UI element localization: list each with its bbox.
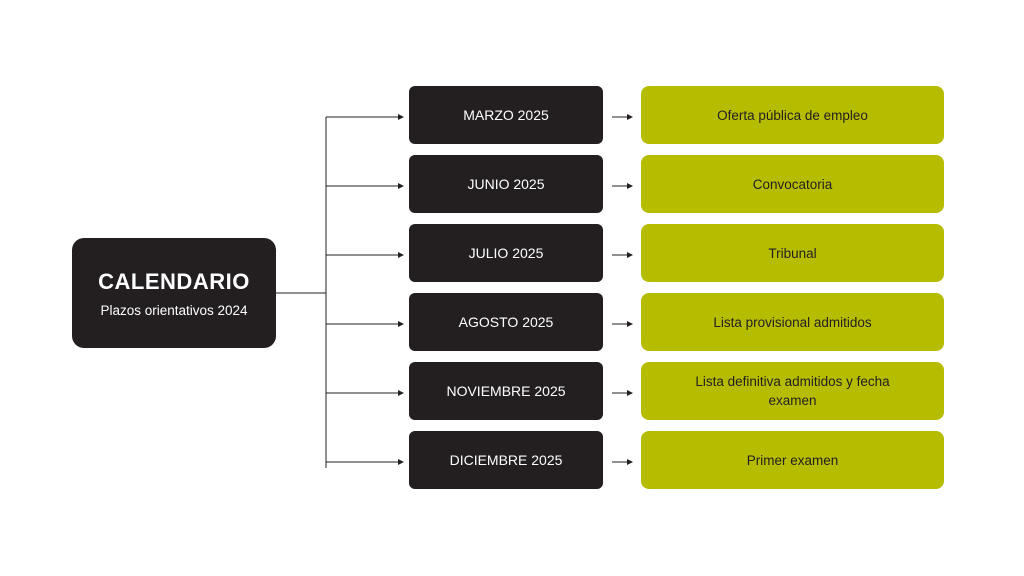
- event-label: Oferta pública de empleo: [717, 107, 868, 123]
- date-node-junio: JUNIO 2025: [409, 155, 603, 213]
- date-label: MARZO 2025: [463, 107, 549, 123]
- date-label: NOVIEMBRE 2025: [446, 383, 566, 399]
- event-label: Lista definitiva admitidos y fecha exame…: [695, 374, 890, 408]
- date-label: JULIO 2025: [468, 245, 544, 261]
- date-label: JUNIO 2025: [467, 176, 545, 192]
- event-label: Convocatoria: [752, 176, 833, 192]
- calendar-subtitle: Plazos orientativos 2024: [100, 302, 248, 318]
- event-node-lista-provisional: Lista provisional admitidos: [641, 293, 944, 351]
- date-node-marzo: MARZO 2025: [409, 86, 603, 144]
- date-label: AGOSTO 2025: [458, 314, 554, 330]
- event-label: Tribunal: [768, 245, 817, 261]
- event-node-lista-definitiva: Lista definitiva admitidos y fecha exame…: [641, 362, 944, 420]
- date-node-agosto: AGOSTO 2025: [409, 293, 603, 351]
- date-node-noviembre: NOVIEMBRE 2025: [409, 362, 603, 420]
- date-node-diciembre: DICIEMBRE 2025: [409, 431, 603, 489]
- date-label: DICIEMBRE 2025: [449, 452, 563, 468]
- calendar-title: CALENDARIO: [98, 268, 250, 294]
- event-node-primer-examen: Primer examen: [641, 431, 944, 489]
- event-node-convocatoria: Convocatoria: [641, 155, 944, 213]
- calendar-root-node: CALENDARIO Plazos orientativos 2024: [72, 238, 276, 348]
- event-node-tribunal: Tribunal: [641, 224, 944, 282]
- date-node-julio: JULIO 2025: [409, 224, 603, 282]
- event-label: Lista provisional admitidos: [713, 314, 872, 330]
- event-label: Primer examen: [746, 452, 839, 468]
- event-node-oferta: Oferta pública de empleo: [641, 86, 944, 144]
